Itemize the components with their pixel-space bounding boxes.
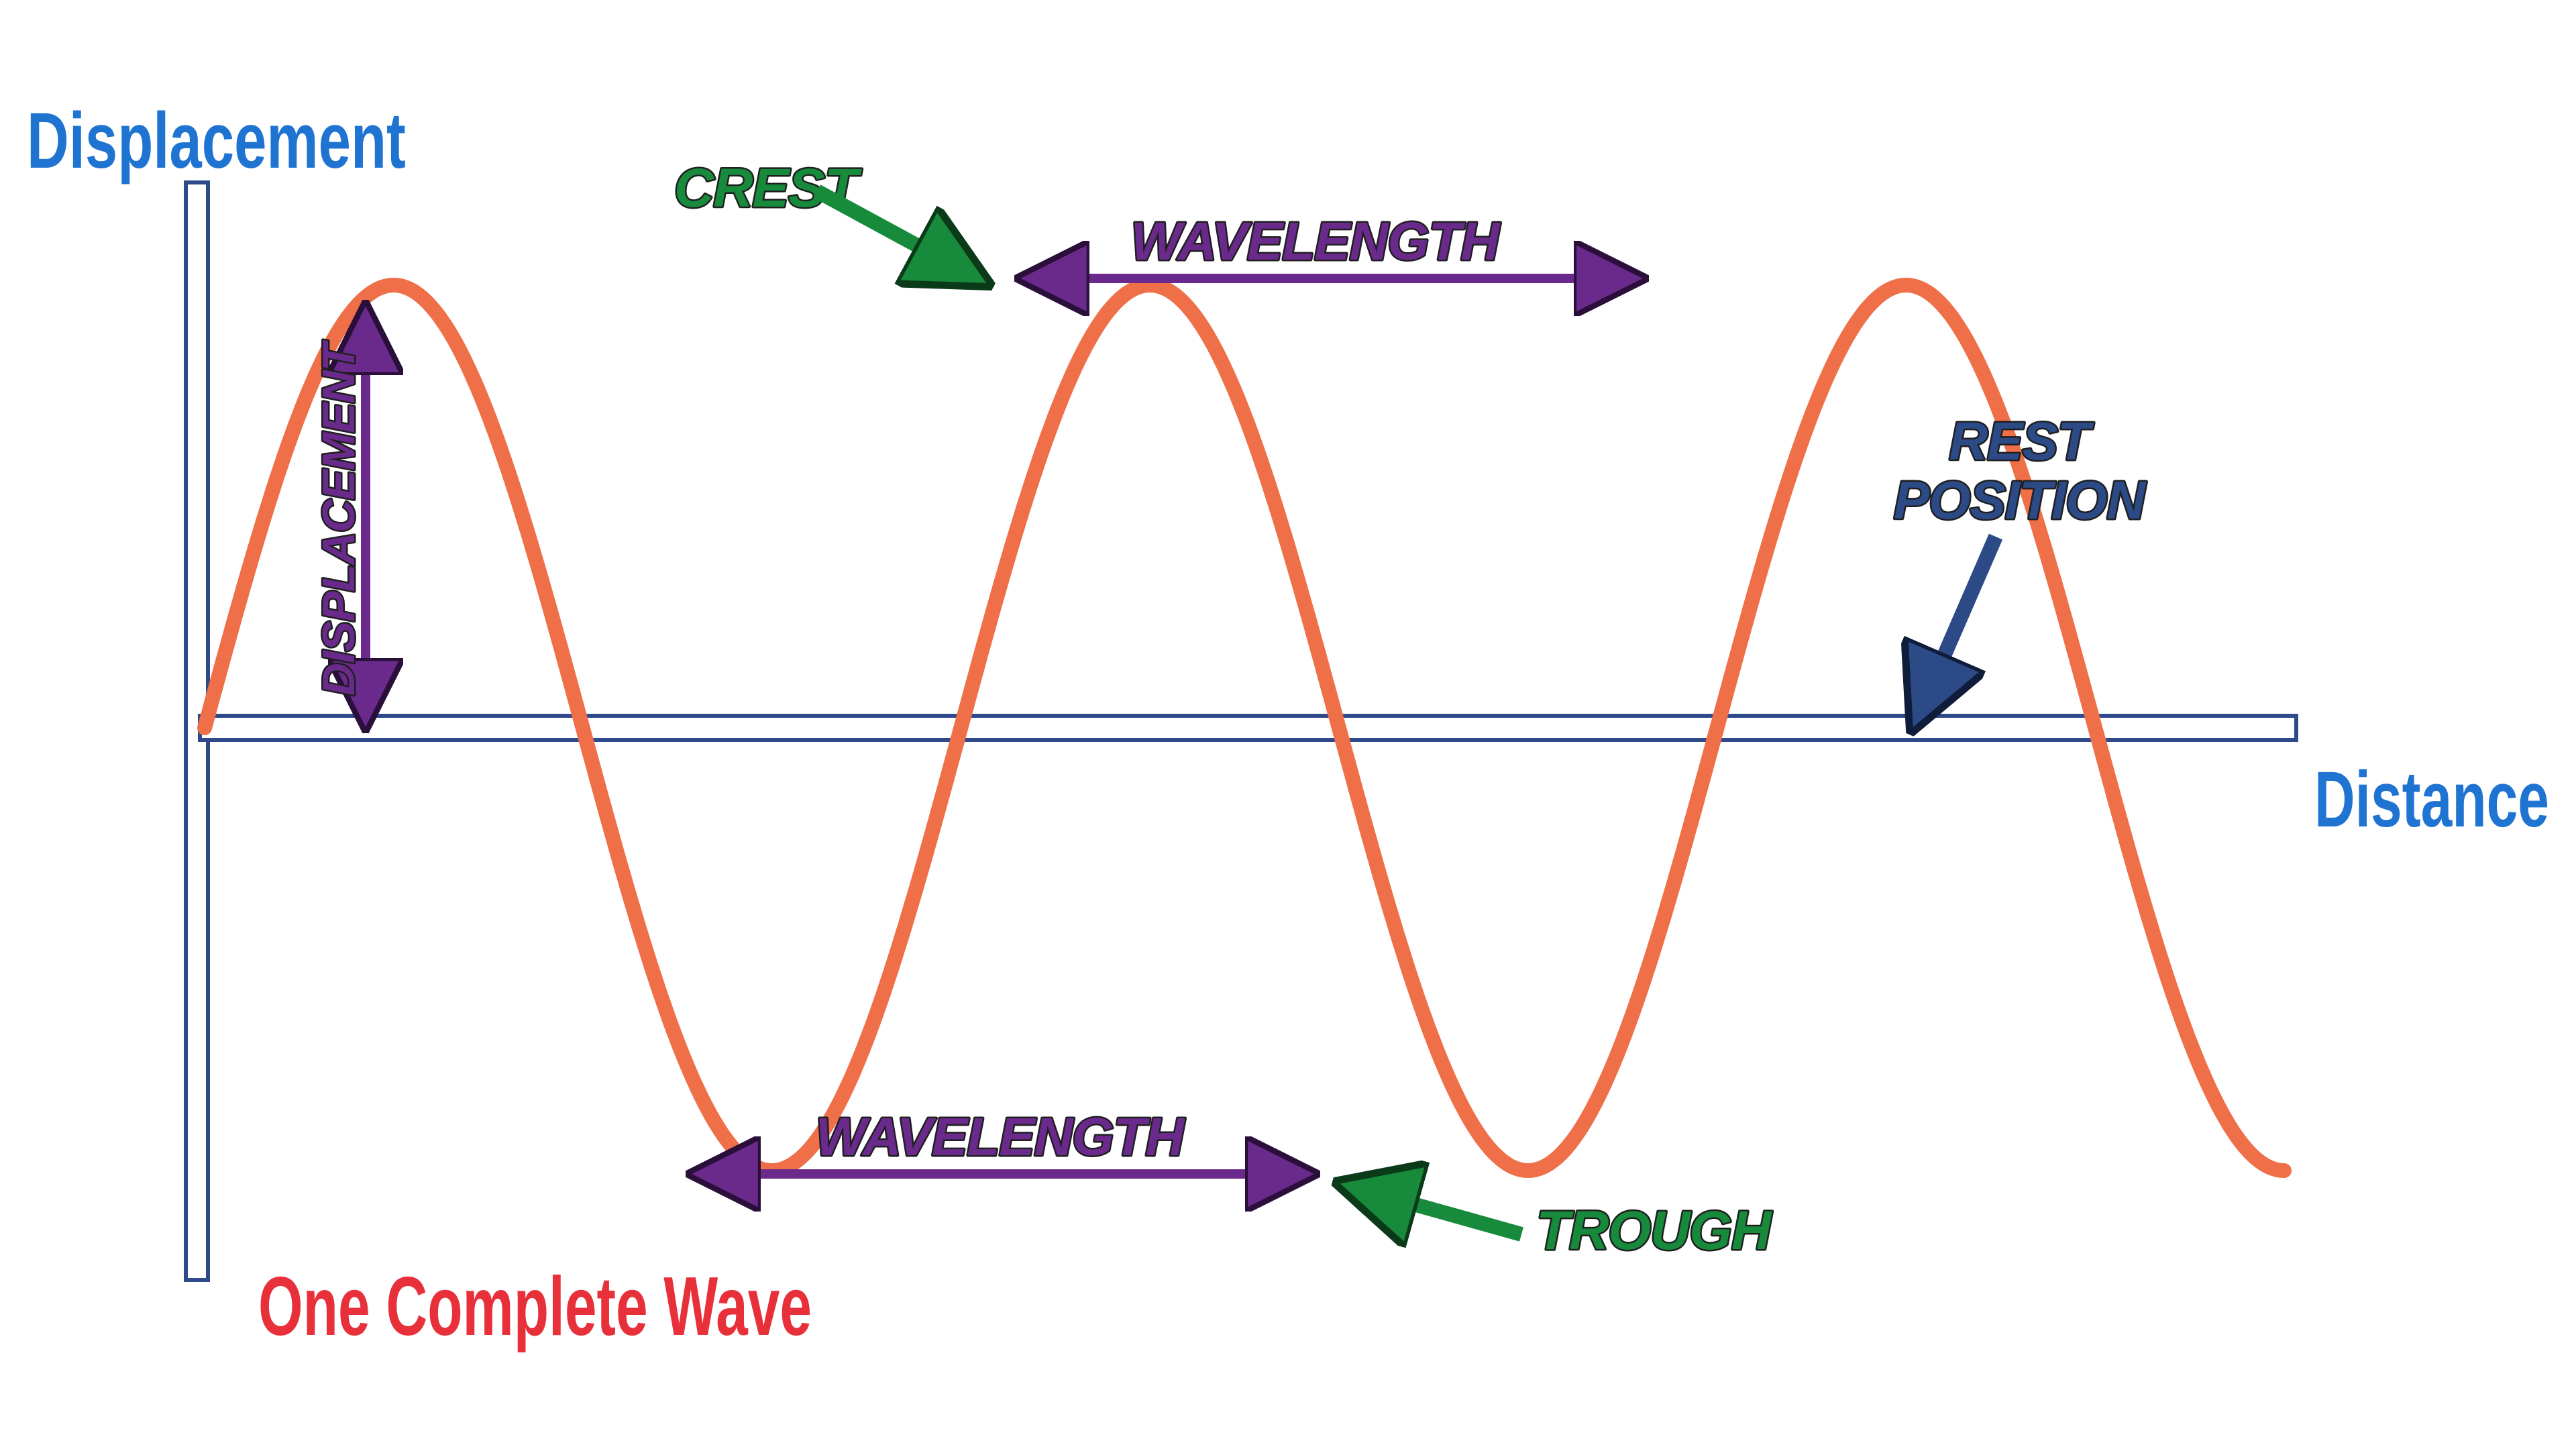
- x-axis-rest-position: [198, 714, 2298, 742]
- wave-curve: [197, 278, 2292, 1178]
- displacement-label: DISPLACEMENT: [313, 339, 364, 696]
- wavelength-label-top: WAVELENGTH: [1131, 211, 1501, 271]
- x-axis-title: Distance: [2314, 755, 2549, 844]
- wavelength-label-bottom: WAVELENGTH: [816, 1107, 1186, 1167]
- rest-label-line1: REST: [1949, 411, 2094, 471]
- rest-position-arrow: [1919, 533, 2003, 714]
- crest-arrow: [813, 184, 974, 276]
- complete-wave-caption: One Complete Wave: [258, 1260, 812, 1353]
- crest-label: CREST: [674, 158, 862, 219]
- y-axis-title: Displacement: [27, 97, 406, 185]
- trough-label: TROUGH: [1536, 1200, 1772, 1261]
- trough-arrow: [1354, 1187, 1523, 1234]
- rest-label-line2: POSITION: [1894, 470, 2147, 530]
